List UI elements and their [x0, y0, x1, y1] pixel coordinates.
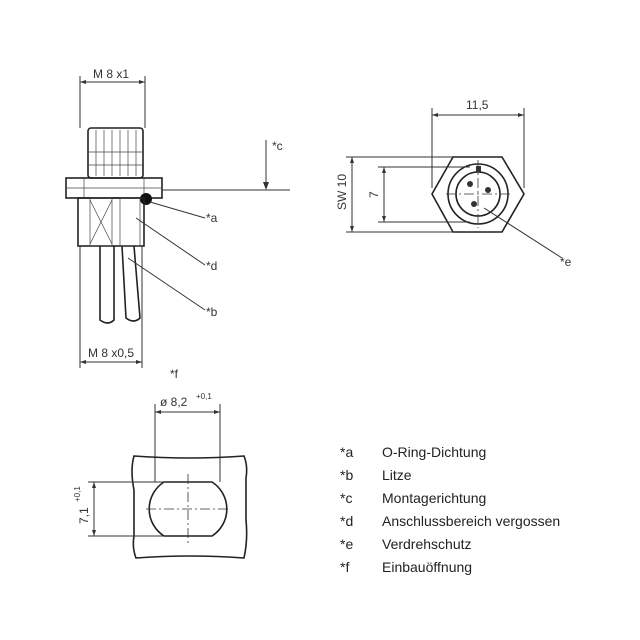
arrow — [263, 182, 269, 190]
arrow — [80, 80, 86, 84]
arrow — [350, 157, 354, 163]
callout-a: *a — [206, 211, 218, 225]
arrow — [139, 80, 145, 84]
connector-lower-body — [77, 197, 145, 247]
arrow — [214, 410, 220, 414]
legend-text: Anschlussbereich vergossen — [382, 513, 560, 529]
dim-label-top: M 8 x1 — [93, 67, 129, 81]
arrow — [92, 482, 96, 488]
thread-section — [89, 197, 113, 247]
legend-text: Verdrehschutz — [382, 536, 472, 552]
legend-text: Litze — [382, 467, 412, 483]
wire-right — [121, 245, 141, 322]
hex-nut — [431, 156, 525, 233]
arrow — [350, 226, 354, 232]
wire-left — [99, 246, 115, 324]
mounting-hole — [148, 481, 228, 537]
legend-key: *a — [340, 444, 353, 460]
cutout-view: *f ø 8,2 +0,1 7,1 +0,1 — [73, 367, 248, 559]
potting-area — [119, 197, 141, 247]
leader-b — [127, 257, 206, 311]
side-view: M 8 x1 *c *a *d — [65, 67, 290, 368]
dim-label-diameter: ø 8,2 — [160, 395, 188, 409]
front-view: 11,5 SW 10 7 *e — [335, 98, 572, 269]
hatch — [89, 199, 113, 245]
callout-b: *b — [206, 305, 218, 319]
o-ring — [140, 193, 152, 205]
arrow — [155, 410, 161, 414]
legend-text: Montagerichtung — [382, 490, 486, 506]
arrow — [432, 113, 438, 117]
arrow — [136, 360, 142, 364]
leader-a — [149, 201, 206, 219]
legend-key: *b — [340, 467, 353, 483]
pin — [467, 181, 473, 187]
legend-key: *f — [340, 559, 349, 575]
keying-notch — [476, 166, 481, 172]
pin — [471, 201, 477, 207]
dim-tolerance-diameter: +0,1 — [196, 392, 212, 401]
dim-tolerance-height: +0,1 — [73, 486, 82, 502]
legend-key: *d — [340, 513, 353, 529]
callout-e: *e — [560, 255, 572, 269]
arrow — [382, 167, 386, 173]
leader-d — [135, 217, 206, 266]
arrow — [80, 360, 86, 364]
legend-text: Einbauöffnung — [382, 559, 472, 575]
arrow — [92, 530, 96, 536]
arrow — [518, 113, 524, 117]
callout-c: *c — [272, 139, 283, 153]
legend-text: O-Ring-Dichtung — [382, 444, 486, 460]
dim-label-sw: SW 10 — [335, 174, 349, 210]
dim-label-width: 11,5 — [466, 98, 489, 112]
callout-d: *d — [206, 259, 217, 273]
dim-label-bottom: M 8 x0,5 — [88, 346, 134, 360]
arrow — [382, 216, 386, 222]
pin — [485, 187, 491, 193]
leader-e — [483, 207, 563, 259]
dim-label-7: 7 — [367, 191, 381, 198]
callout-f: *f — [170, 367, 179, 381]
legend: *a O-Ring-Dichtung *b Litze *c Montageri… — [340, 444, 560, 575]
legend-key: *c — [340, 490, 352, 506]
dim-label-height: 7,1 — [77, 507, 91, 524]
legend-key: *e — [340, 536, 353, 552]
